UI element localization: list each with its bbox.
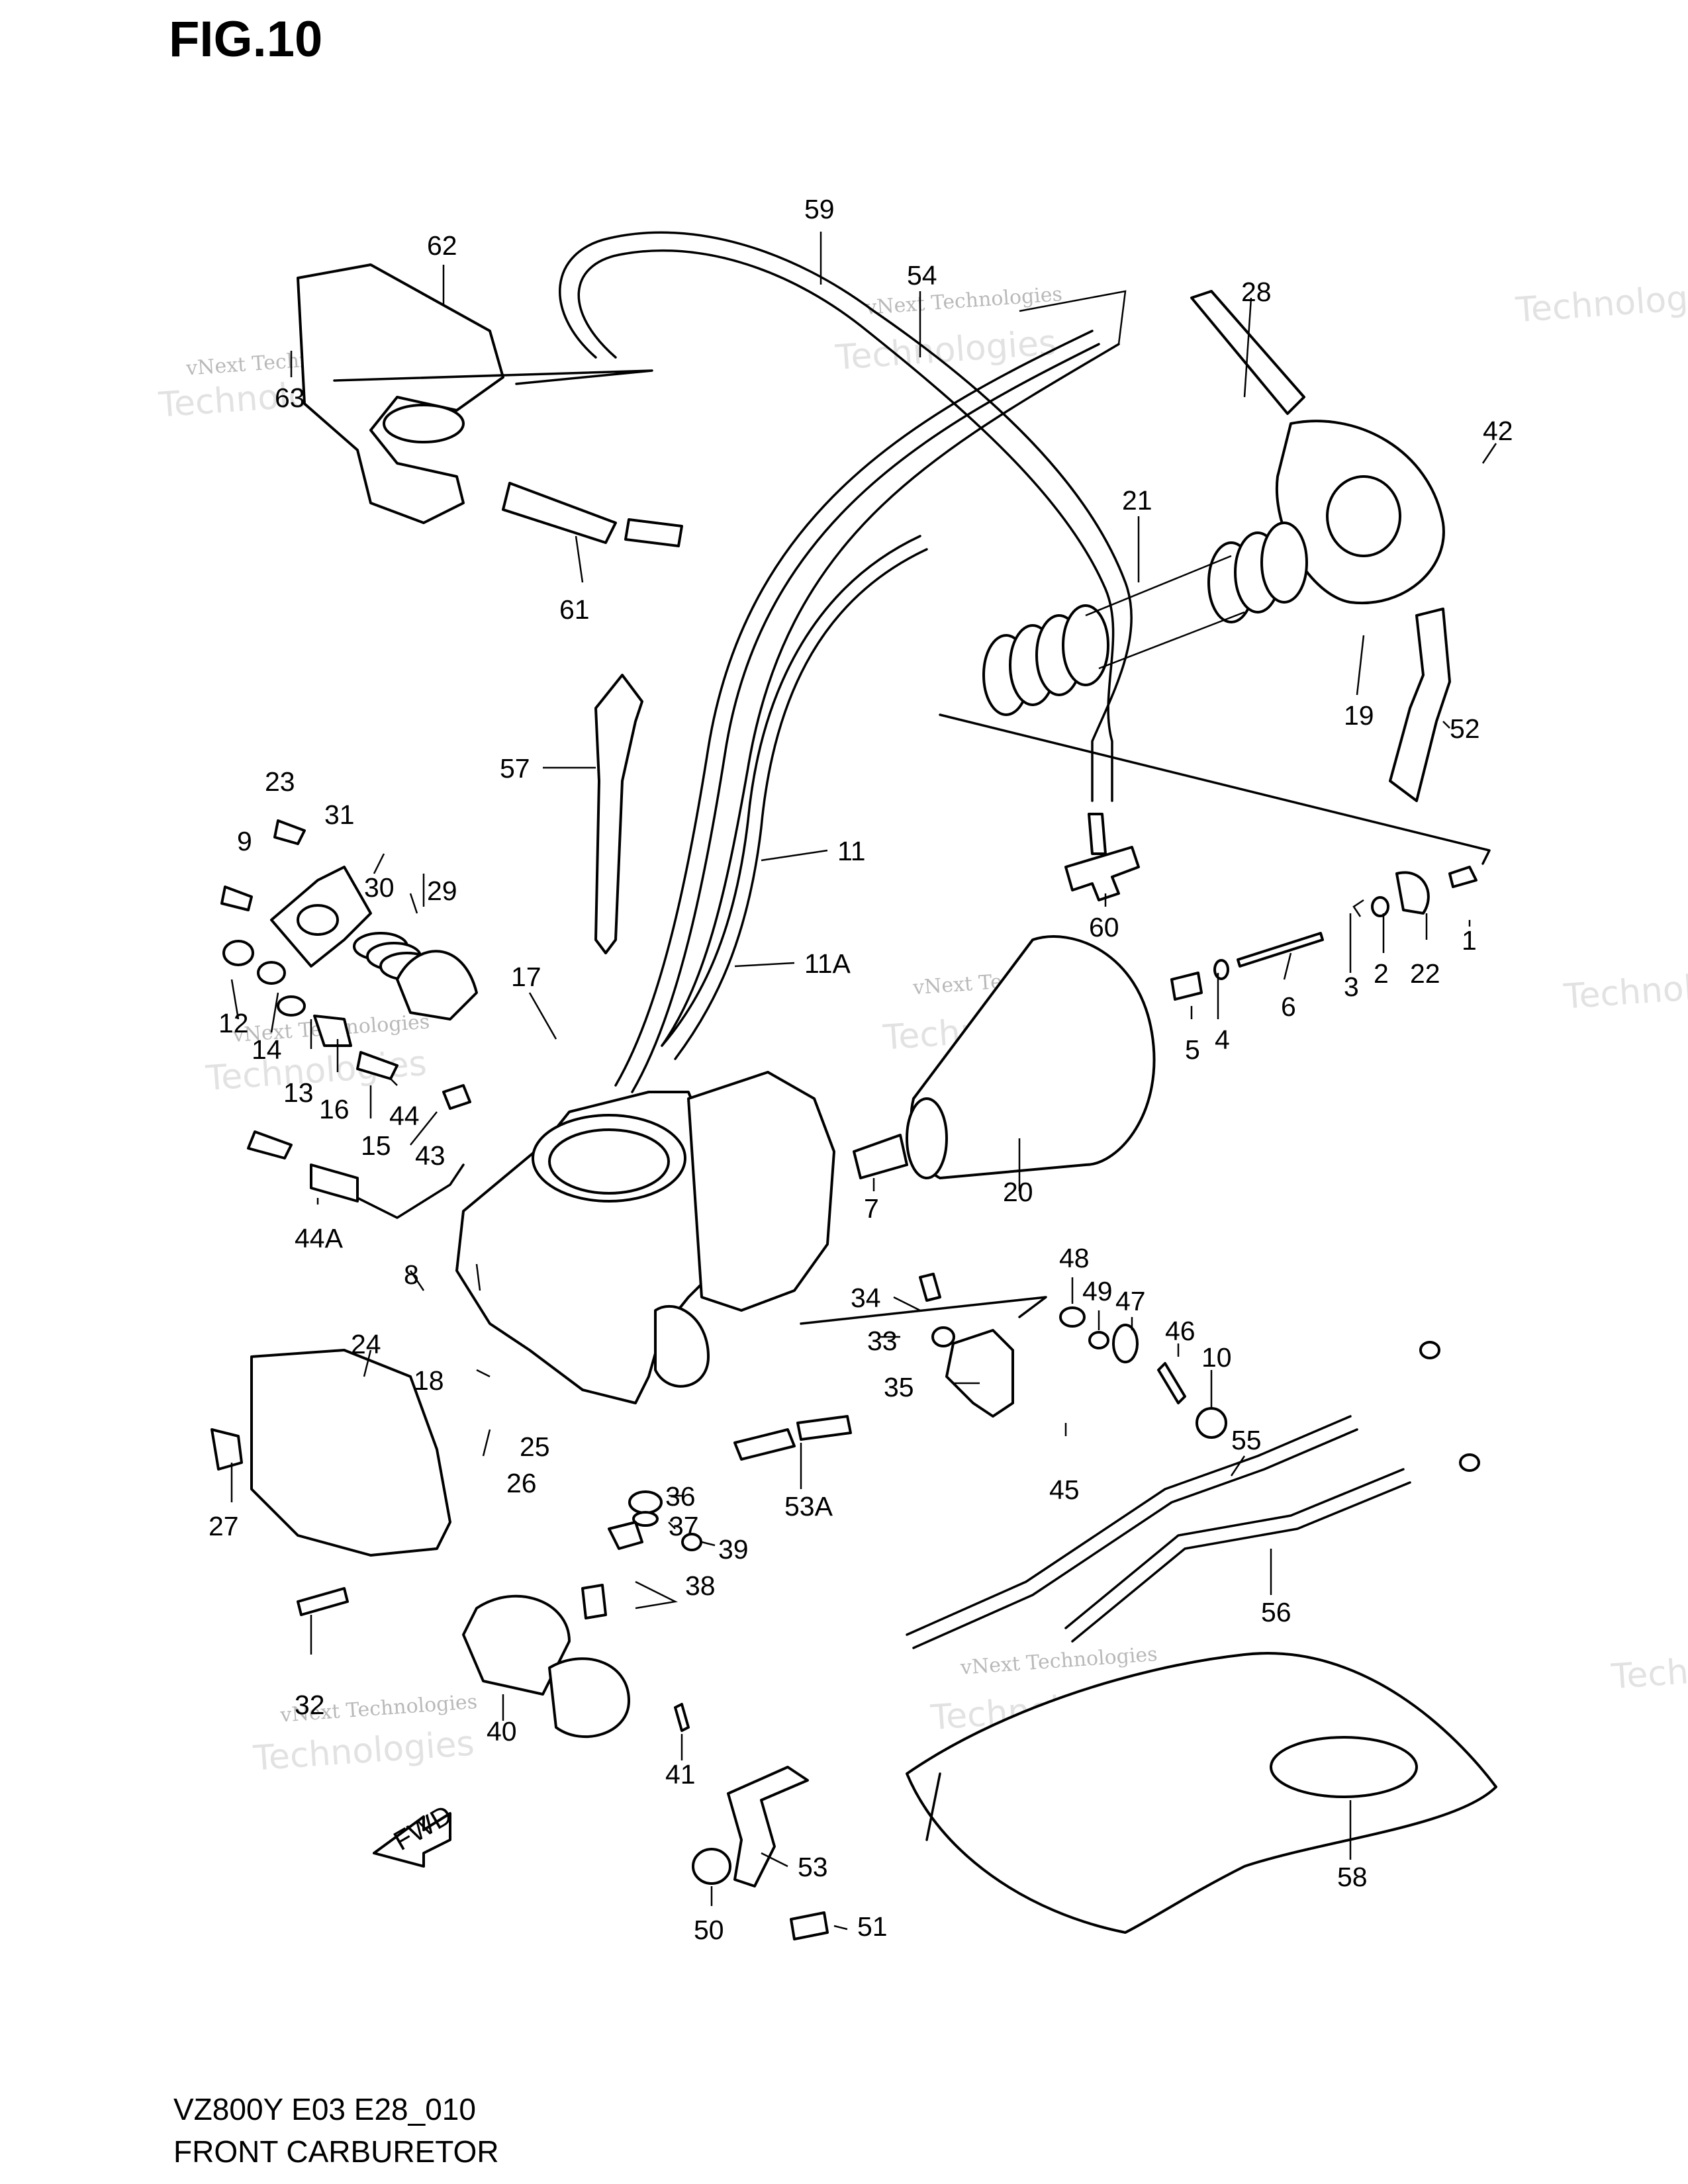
callout-24: 24 <box>351 1329 381 1359</box>
callout-53: 53 <box>798 1852 828 1882</box>
callout-32: 32 <box>295 1690 325 1720</box>
callout-40: 40 <box>487 1716 517 1747</box>
callout-34: 34 <box>851 1283 881 1313</box>
callout-30: 30 <box>364 872 395 903</box>
callout-36: 36 <box>665 1481 696 1512</box>
part-20-piston <box>853 935 1156 1179</box>
callout-23: 23 <box>265 766 295 797</box>
callout-18: 18 <box>414 1365 444 1396</box>
part-62-bracket <box>297 263 653 524</box>
callout-9: 9 <box>237 826 252 856</box>
leader-lines <box>230 232 1497 1931</box>
callout-37: 37 <box>669 1511 699 1541</box>
part-57-tie-strap <box>594 674 643 954</box>
callout-3: 3 <box>1344 972 1359 1002</box>
part-58-airbox <box>906 1652 1497 1934</box>
callout-56: 56 <box>1261 1597 1291 1627</box>
part-52-lever <box>1389 608 1451 802</box>
callout-4: 4 <box>1215 1024 1230 1055</box>
callout-20: 20 <box>1003 1177 1033 1207</box>
watermark: vNext Technologies <box>959 1643 1158 1680</box>
left-parts-cluster <box>220 819 478 1219</box>
callout-39: 39 <box>718 1534 749 1565</box>
callout-57: 57 <box>500 753 530 784</box>
part-19-cover <box>1275 420 1445 605</box>
callout-38: 38 <box>685 1570 716 1601</box>
callout-8: 8 <box>404 1259 419 1290</box>
watermark: Technologies <box>1609 1642 1688 1697</box>
fwd-arrow: FWD <box>373 1799 457 1868</box>
callout-16: 16 <box>319 1094 350 1124</box>
callout-labels: 59 54 62 63 61 28 42 21 19 52 57 23 31 9… <box>209 194 1513 1945</box>
callout-35: 35 <box>884 1372 914 1402</box>
watermark: Technologies <box>252 1723 475 1778</box>
footer-section-name: FRONT CARBURETOR <box>173 2134 499 2169</box>
callout-26: 26 <box>506 1468 537 1498</box>
callout-2: 2 <box>1374 958 1389 989</box>
callout-55: 55 <box>1231 1425 1262 1455</box>
callout-59: 59 <box>804 194 835 224</box>
callout-28: 28 <box>1241 277 1272 307</box>
callout-48: 48 <box>1059 1243 1090 1273</box>
callout-21: 21 <box>1122 485 1152 516</box>
watermark: vNext Technologies <box>864 283 1063 320</box>
right-lower-parts <box>800 1273 1227 1439</box>
footer-model-code: VZ800Y E03 E28_010 <box>173 2092 476 2126</box>
callout-49: 49 <box>1082 1276 1113 1306</box>
callout-6: 6 <box>1281 991 1296 1022</box>
callout-58: 58 <box>1337 1862 1368 1892</box>
callout-60: 60 <box>1089 912 1119 942</box>
callout-33: 33 <box>867 1326 898 1356</box>
callout-50: 50 <box>694 1915 724 1945</box>
carburetor-body <box>455 1071 835 1404</box>
callout-27: 27 <box>209 1511 239 1541</box>
callout-31: 31 <box>324 799 355 830</box>
callout-17: 17 <box>511 962 541 992</box>
hose-54-11 <box>614 290 1127 1093</box>
callout-11a: 11A <box>804 948 851 979</box>
callout-12: 12 <box>218 1008 249 1038</box>
part-61-hoses <box>502 482 683 547</box>
callout-22: 22 <box>1410 958 1440 989</box>
callout-63: 63 <box>275 383 305 413</box>
callout-41: 41 <box>665 1759 696 1790</box>
part-21-spring <box>982 522 1308 716</box>
part-53-bracket <box>692 1415 852 1940</box>
figure-title: FIG.10 <box>169 11 323 68</box>
callout-10: 10 <box>1201 1342 1232 1373</box>
callout-61: 61 <box>559 594 590 625</box>
callout-45: 45 <box>1049 1475 1080 1505</box>
callout-54: 54 <box>907 260 937 291</box>
callout-29: 29 <box>427 876 457 906</box>
callout-51: 51 <box>857 1911 888 1942</box>
watermark: Technologies <box>1514 275 1688 330</box>
callout-62: 62 <box>427 230 457 261</box>
vent-hose-59 <box>559 231 1133 802</box>
callout-1: 1 <box>1462 925 1477 956</box>
callout-25: 25 <box>520 1432 550 1462</box>
callout-19: 19 <box>1344 700 1374 731</box>
callout-7: 7 <box>864 1193 879 1224</box>
bottom-left-parts <box>211 1349 702 1738</box>
callout-52: 52 <box>1450 713 1480 744</box>
callout-44: 44 <box>389 1101 420 1131</box>
needle-parts <box>1170 866 1477 1001</box>
callout-53a: 53A <box>784 1491 833 1522</box>
callout-43: 43 <box>415 1140 445 1171</box>
callout-46: 46 <box>1165 1316 1196 1346</box>
callout-15: 15 <box>361 1130 391 1161</box>
part-60-tjoint <box>1064 813 1140 901</box>
watermark: Technologies <box>1562 962 1688 1017</box>
callout-11: 11 <box>837 836 866 866</box>
callout-47: 47 <box>1115 1286 1146 1316</box>
guide-line <box>939 713 1491 865</box>
throttle-cables <box>906 1341 1480 1649</box>
callout-44a: 44A <box>295 1223 344 1253</box>
callout-5: 5 <box>1185 1034 1200 1065</box>
callout-13: 13 <box>283 1077 314 1108</box>
callout-42: 42 <box>1483 416 1513 446</box>
callout-14: 14 <box>252 1034 282 1065</box>
